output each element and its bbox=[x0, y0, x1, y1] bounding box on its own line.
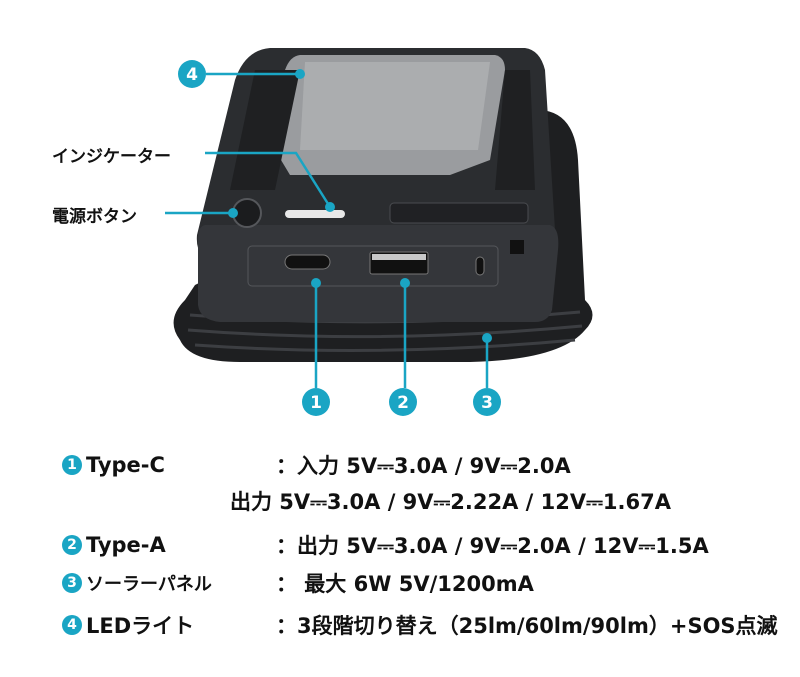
power-button-label: 電源ボタン bbox=[52, 207, 137, 227]
svg-text:2: 2 bbox=[397, 393, 409, 413]
spec-name: Type-A bbox=[86, 533, 166, 557]
spec-badge: 3 bbox=[62, 573, 82, 593]
spec-value: ：出力 5V⎓3.0A / 9V⎓2.0A / 12V⎓1.5A bbox=[276, 534, 709, 558]
spec-value: 出力 5V⎓3.0A / 9V⎓2.22A / 12V⎓1.67A bbox=[230, 490, 671, 514]
spec-value: ：3段階切り替え（25lm/60lm/90lm）+SOS点滅 bbox=[276, 614, 778, 638]
svg-text:4: 4 bbox=[186, 65, 198, 85]
spec-row-led: 4 LEDライト ：3段階切り替え（25lm/60lm/90lm）+SOS点滅 bbox=[62, 608, 782, 642]
indicator-label: インジケーター bbox=[52, 147, 171, 167]
spec-badge: 1 bbox=[62, 455, 82, 475]
spec-value: ：入力 5V⎓3.0A / 9V⎓2.0A bbox=[276, 454, 571, 478]
svg-text:3: 3 bbox=[481, 393, 493, 413]
callout-lines bbox=[165, 72, 489, 388]
callout-badge-2: 2 bbox=[389, 388, 417, 416]
callout-badge-1: 1 bbox=[302, 388, 330, 416]
spec-row-solar: 3 ソーラーパネル ： 最大 6W 5V/1200mA bbox=[62, 566, 782, 600]
spec-value: ： 最大 6W 5V/1200mA bbox=[276, 572, 534, 596]
spec-name: ソーラーパネル bbox=[86, 574, 212, 595]
spec-name: LEDライト bbox=[86, 614, 195, 638]
spec-badge: 4 bbox=[62, 615, 82, 635]
spec-row-type-c: 1 Type-C ：入力 5V⎓3.0A / 9V⎓2.0A bbox=[62, 448, 782, 482]
callout-badge-3: 3 bbox=[473, 388, 501, 416]
callout-badge-4: 4 bbox=[178, 60, 206, 88]
svg-text:1: 1 bbox=[310, 393, 322, 413]
spec-name: Type-C bbox=[86, 453, 165, 477]
spec-row-type-c-output: 出力 5V⎓3.0A / 9V⎓2.22A / 12V⎓1.67A bbox=[62, 484, 782, 518]
indicator-light bbox=[285, 210, 345, 218]
power-bank-illustration: 4 1 2 3 bbox=[165, 48, 593, 416]
type-c-port bbox=[284, 254, 331, 270]
spec-row-type-a: 2 Type-A ：出力 5V⎓3.0A / 9V⎓2.0A / 12V⎓1.5… bbox=[62, 528, 782, 562]
spec-badge: 2 bbox=[62, 535, 82, 555]
micro-slot bbox=[475, 256, 485, 276]
